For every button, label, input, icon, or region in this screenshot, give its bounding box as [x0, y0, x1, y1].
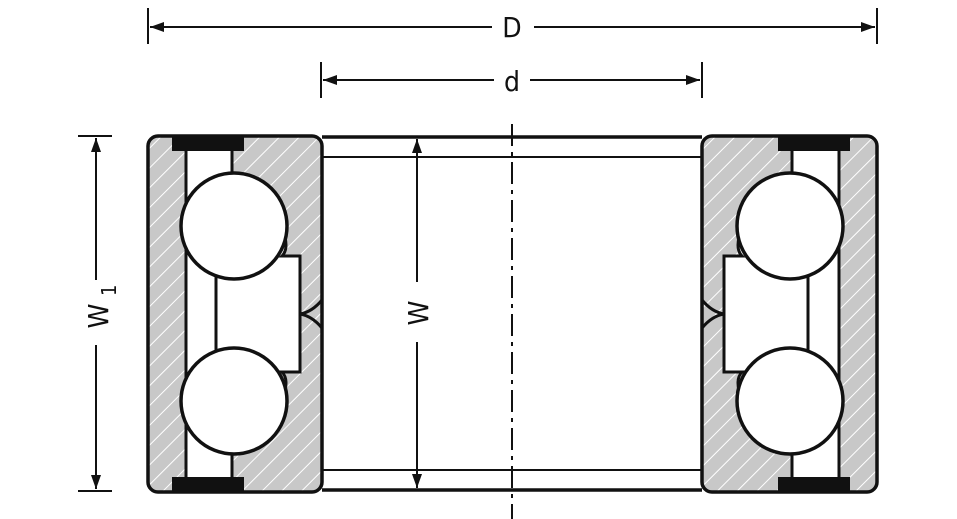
- label-outer-width-subscript: 1: [97, 285, 121, 296]
- label-outer-width: W 1: [82, 285, 121, 329]
- left-top-seal: [172, 137, 244, 151]
- right-bottom-ball: [735, 346, 845, 456]
- label-outer-width-main: W: [82, 303, 115, 328]
- left-inner-race: [232, 136, 322, 492]
- left-outer-race: [148, 136, 186, 492]
- left-top-ball: [179, 171, 289, 281]
- label-outer-diameter: D: [502, 11, 521, 44]
- dimension-bore-diameter: d: [320, 62, 703, 98]
- right-bottom-seal: [778, 477, 850, 491]
- label-bore-diameter: d: [504, 65, 520, 98]
- label-inner-width: W: [402, 300, 435, 325]
- left-ring-section: [146, 134, 324, 494]
- right-outer-race: [839, 136, 877, 492]
- dimension-outer-width: W 1: [78, 135, 121, 492]
- right-top-seal: [778, 137, 850, 151]
- dimension-inner-width: W: [402, 139, 435, 488]
- left-bottom-ball: [179, 346, 289, 456]
- right-top-ball: [735, 171, 845, 281]
- left-bottom-seal: [172, 477, 244, 491]
- right-ring-section: [700, 134, 879, 494]
- dimension-outer-diameter: D: [147, 8, 878, 44]
- right-inner-race: [702, 136, 792, 492]
